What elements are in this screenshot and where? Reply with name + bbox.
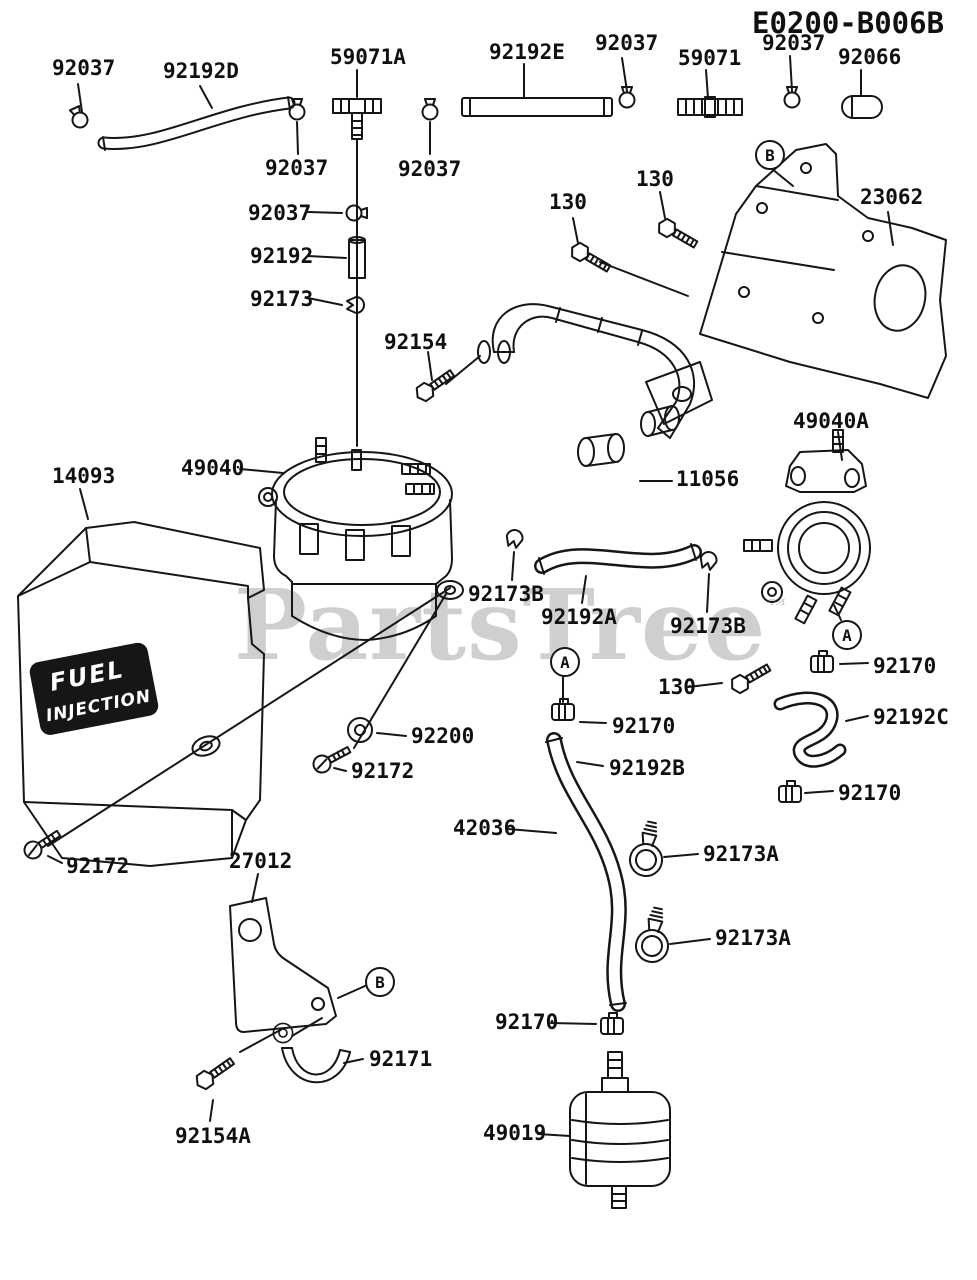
part-label-27012: 27012 (229, 849, 293, 873)
clamp-92170-1-drawing (810, 650, 834, 673)
part-label-92192b: 92192B (609, 756, 685, 780)
part-label-11056: 11056 (676, 467, 740, 491)
hose-92192c-drawing (773, 691, 847, 768)
part-label-92154: 92154 (384, 330, 448, 354)
fitting-59071-drawing (677, 96, 743, 118)
part-label-92200: 92200 (411, 724, 475, 748)
callout-a-middle: A (550, 647, 580, 677)
diagram-title: E0200-B006B (752, 6, 945, 40)
part-label-49019: 49019 (483, 1121, 547, 1145)
part-label-59071: 59071 (678, 46, 742, 70)
bracket-27012-drawing (229, 897, 337, 1033)
hose-92192e-drawing (461, 97, 613, 117)
fuel-pump-assembly-49040-drawing (258, 437, 464, 641)
part-label-92037-2: 92037 (595, 31, 659, 55)
clamp-92171-drawing (281, 1047, 351, 1084)
part-label-92170-3: 92170 (838, 781, 902, 805)
hose-92192b-drawing (545, 732, 627, 1012)
bracket-23062-drawing (699, 143, 947, 399)
fuel-injection-decal: FUEL INJECTION (29, 642, 159, 735)
part-label-92170-1: 92170 (873, 654, 937, 678)
part-label-92037-6: 92037 (248, 201, 312, 225)
callout-a-right: A (832, 620, 862, 650)
part-label-92172-1: 92172 (351, 759, 415, 783)
fuel-filter-49019-drawing (569, 1051, 671, 1209)
part-label-92170-2: 92170 (612, 714, 676, 738)
tube-92192-drawing (348, 236, 366, 279)
part-label-92171: 92171 (369, 1047, 433, 1071)
part-label-92192c: 92192C (873, 705, 949, 729)
part-label-92192: 92192 (250, 244, 314, 268)
callout-b-bottom: B (365, 967, 395, 997)
part-label-92066: 92066 (838, 45, 902, 69)
part-label-92154a: 92154A (175, 1124, 251, 1148)
part-label-92173b-1: 92173B (468, 582, 544, 606)
part-label-92037-5: 92037 (398, 157, 462, 181)
part-label-92173a-2: 92173A (715, 926, 791, 950)
leader-lines (47, 55, 894, 1137)
part-label-130-3: 130 (658, 675, 696, 699)
clamp-92173-drawing (346, 296, 365, 314)
clamp-92037-3 (421, 98, 439, 121)
clamp-92173a-1-drawing (626, 818, 671, 880)
callout-b-top: B (755, 140, 785, 170)
hose-92192d-drawing (97, 96, 296, 151)
bolt-92154a-drawing (192, 1053, 238, 1093)
part-label-92037-1: 92037 (52, 56, 116, 80)
fuel-pump-49040a-drawing (743, 429, 871, 625)
bolt-92154-drawing (412, 365, 458, 405)
part-label-92192d: 92192D (163, 59, 239, 83)
part-label-42036: 42036 (453, 816, 517, 840)
part-label-92192a: 92192A (541, 605, 617, 629)
part-label-92037-3: 92037 (762, 31, 826, 55)
part-label-49040a: 49040A (793, 409, 869, 433)
part-label-14093: 14093 (52, 464, 116, 488)
part-label-92172-2: 92172 (66, 854, 130, 878)
clamp-92037-1 (66, 104, 91, 131)
tee-fitting-59071a-drawing (332, 98, 382, 140)
part-label-49040: 49040 (181, 456, 245, 480)
part-label-92173b-2: 92173B (670, 614, 746, 638)
watermark-text: PartsTree (234, 568, 767, 682)
part-label-23062: 23062 (860, 185, 924, 209)
clamp-92170-4-drawing (600, 1012, 624, 1035)
hose-92192a-drawing (534, 543, 702, 575)
partstree-watermark: PartsTree™ (234, 568, 789, 682)
screw-92172-2-drawing (20, 825, 65, 863)
part-label-92173: 92173 (250, 287, 314, 311)
bolt-130-2-drawing (567, 239, 614, 277)
clamp-92173b-1-drawing (503, 527, 526, 550)
part-label-130-2: 130 (549, 190, 587, 214)
part-label-92173a-1: 92173A (703, 842, 779, 866)
bolt-130-1-drawing (654, 215, 701, 253)
part-label-130-1: 130 (636, 167, 674, 191)
part-label-92170-4: 92170 (495, 1010, 559, 1034)
part-label-92192e: 92192E (489, 40, 565, 64)
strap-bracket-11056-drawing (477, 303, 713, 467)
clamp-92170-2-drawing (778, 780, 802, 803)
cap-92066-drawing (841, 95, 883, 119)
cover-14093-drawing (17, 521, 265, 867)
bolt-130-3-drawing (727, 659, 774, 697)
part-label-92037-4: 92037 (265, 156, 329, 180)
clamp-92173a-2-drawing (632, 904, 677, 966)
part-label-59071a: 59071A (330, 45, 406, 69)
